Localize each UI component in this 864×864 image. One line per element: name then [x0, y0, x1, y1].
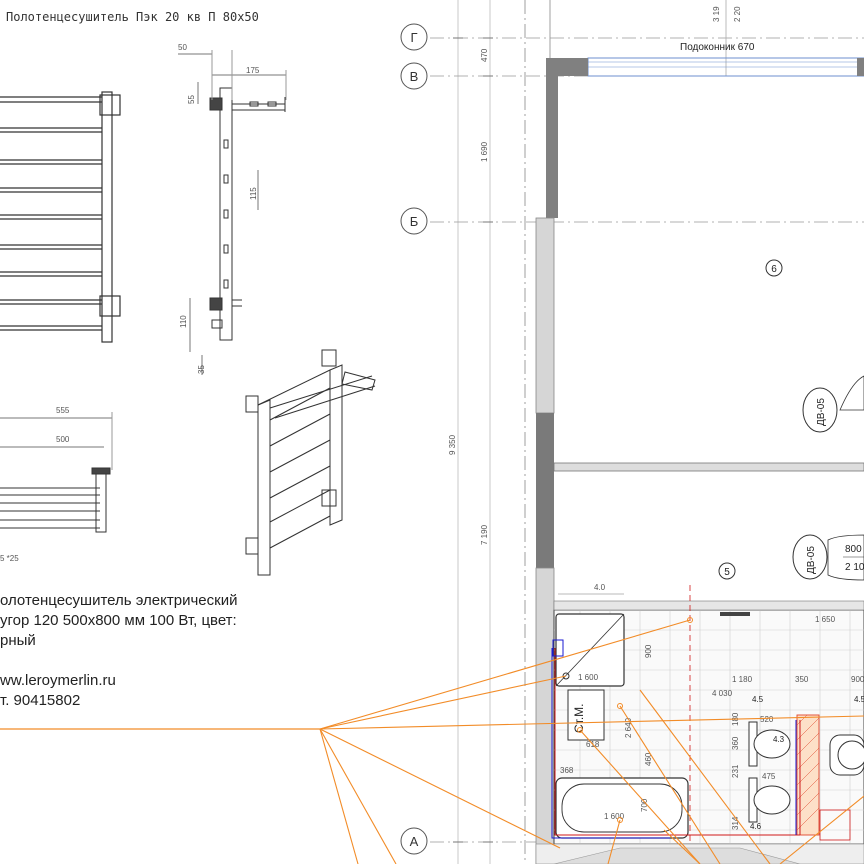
bathroom: Ст.М.: [551, 583, 864, 845]
product-desc-line3: рный: [0, 632, 36, 649]
dim-35: 35: [197, 365, 206, 374]
axis-bubble-a: [400, 827, 428, 855]
dim-55: 55: [187, 95, 196, 104]
dim-50: 50: [178, 43, 187, 52]
bath-dim-45b: 4.5: [854, 695, 864, 704]
bath-dim-360: 360: [731, 736, 740, 750]
door-label-1: ДВ-05: [816, 398, 827, 426]
floor-plan: Г В Б А 470 1 690 9 350 7 190 3 19 2 20 …: [400, 0, 864, 864]
bath-dim-40: 4.0: [594, 583, 606, 592]
door-size-2: 2 10: [845, 562, 864, 573]
bath-dim-1600b: 1 600: [604, 812, 625, 821]
bath-dim-900: 900: [644, 644, 653, 658]
product-sheet: Полотенцесушитель Пэк 20 кв П 80х50: [0, 10, 376, 730]
dim-bottom: 5 *25: [0, 554, 19, 563]
bath-dim-314: 314: [731, 816, 740, 830]
callout-lines: [319, 619, 864, 864]
dim-500: 500: [56, 435, 70, 444]
bath-dim-900b: 900: [851, 675, 864, 684]
sill-label: Подоконник 670: [680, 42, 755, 53]
bath-dim-460: 460: [644, 752, 653, 766]
bath-dim-4030: 4 030: [712, 689, 733, 698]
door-size-1: 800: [845, 544, 862, 555]
axis-bubble-v: [400, 62, 428, 90]
dim-470: 470: [480, 48, 489, 62]
bath-dim-1600a: 1 600: [578, 673, 599, 682]
top-view: [0, 412, 113, 533]
top-dim-1: 3 19: [712, 6, 721, 22]
room-6-label: 6: [771, 264, 777, 275]
bath-dim-368: 368: [560, 766, 574, 775]
dim-7190: 7 190: [480, 524, 489, 545]
axis-label-v: В: [410, 69, 419, 84]
dim-1690: 1 690: [480, 141, 489, 162]
product-article: т. 90415802: [0, 692, 80, 709]
axis-label-g: Г: [410, 30, 417, 45]
room-5-label: 5: [724, 567, 730, 578]
bath-dim-46: 4.6: [750, 822, 762, 831]
bath-dim-45a: 4.5: [752, 695, 764, 704]
bath-dim-350: 350: [795, 675, 809, 684]
bath-dim-1180: 1 180: [732, 675, 753, 684]
axis-bubble-g: [400, 23, 428, 51]
bath-dim-475: 475: [762, 772, 776, 781]
axis-label-a: А: [410, 834, 419, 849]
bath-dim-231: 231: [731, 764, 740, 778]
dim-115: 115: [249, 187, 258, 200]
dim-9350: 9 350: [448, 434, 457, 455]
product-title: Полотенцесушитель Пэк 20 кв П 80х50: [6, 10, 259, 24]
dim-110: 110: [179, 315, 188, 328]
front-view: [0, 91, 121, 343]
stm-label: Ст.М.: [572, 704, 586, 734]
bath-dim-700: 700: [640, 798, 649, 812]
axis-label-b: Б: [410, 214, 419, 229]
product-desc-line1: олотенцесушитель электрический: [0, 592, 237, 609]
product-url: ww.leroymerlin.ru: [0, 672, 116, 689]
product-desc-line2: угор 120 500х800 мм 100 Вт, цвет:: [0, 612, 237, 629]
bath-dim-2640: 2 640: [624, 717, 633, 738]
dim-555: 555: [56, 406, 70, 415]
top-dim-2: 2 20: [733, 6, 742, 22]
bath-dim-1650: 1 650: [815, 615, 836, 624]
bath-dim-43: 4.3: [773, 735, 785, 744]
side-view: [178, 50, 287, 375]
axis-bubble-b: [400, 207, 428, 235]
door-label-2: ДВ-05: [806, 546, 817, 574]
bath-dim-520: 520: [760, 715, 774, 724]
isometric-view: [245, 349, 376, 576]
dim-175: 175: [246, 66, 260, 75]
